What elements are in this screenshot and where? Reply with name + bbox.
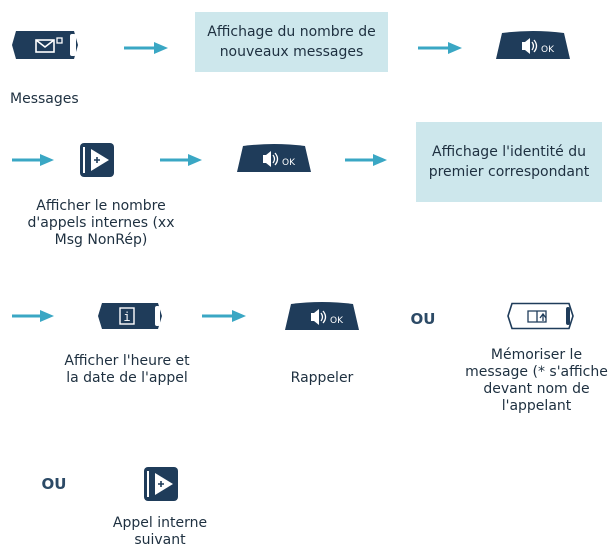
- caption-messages: Messages: [10, 91, 79, 107]
- info-box-text: Affichage du nombre de nouveaux messages: [207, 24, 376, 60]
- ok-speaker-key-3[interactable]: OK: [283, 302, 361, 332]
- ok-label: OK: [282, 158, 296, 168]
- envelope-icon: [35, 37, 63, 53]
- book-arrow-icon: [527, 310, 547, 323]
- next-key[interactable]: [80, 143, 114, 177]
- info-icon: i: [119, 307, 135, 325]
- arrow-7: [202, 310, 246, 322]
- next-key-2[interactable]: [144, 467, 178, 501]
- ok-speaker-key-2[interactable]: OK: [235, 144, 313, 174]
- caption-call-back: Rappeler: [290, 370, 354, 386]
- caption-internal-calls: Afficher le nombre d'appels internes (xx…: [27, 198, 175, 248]
- svg-text:i: i: [123, 310, 130, 324]
- ok-speaker-key[interactable]: OK: [494, 31, 572, 61]
- info-box-text: Affichage l'identité du premier correspo…: [428, 144, 590, 180]
- info-box-new-messages: Affichage du nombre de nouveaux messages: [195, 12, 388, 72]
- ou-separator-2: OU: [41, 475, 67, 493]
- speaker-icon: [263, 151, 279, 167]
- ou-separator-1: OU: [410, 310, 436, 328]
- speaker-icon: [522, 38, 538, 54]
- caption-memorize: Mémoriser le message (* s'affiche devant…: [465, 347, 608, 414]
- speaker-icon: [311, 309, 327, 325]
- messages-key[interactable]: [10, 30, 80, 60]
- info-key[interactable]: i: [96, 302, 164, 330]
- ok-label: OK: [541, 45, 555, 55]
- memo-key[interactable]: [506, 302, 576, 330]
- arrow-5: [345, 154, 387, 166]
- arrow-1: [124, 42, 168, 54]
- arrow-4: [160, 154, 202, 166]
- caption-time-date: Afficher l'heure et la date de l'appel: [64, 353, 190, 386]
- arrow-2: [418, 42, 462, 54]
- caption-next-internal: Appel interne suivant: [112, 515, 208, 548]
- arrow-6: [12, 310, 54, 322]
- play-plus-icon: [91, 149, 109, 171]
- ok-label: OK: [330, 316, 344, 326]
- play-plus-icon: [155, 473, 173, 495]
- info-box-first-caller: Affichage l'identité du premier correspo…: [416, 122, 602, 202]
- arrow-3: [12, 154, 54, 166]
